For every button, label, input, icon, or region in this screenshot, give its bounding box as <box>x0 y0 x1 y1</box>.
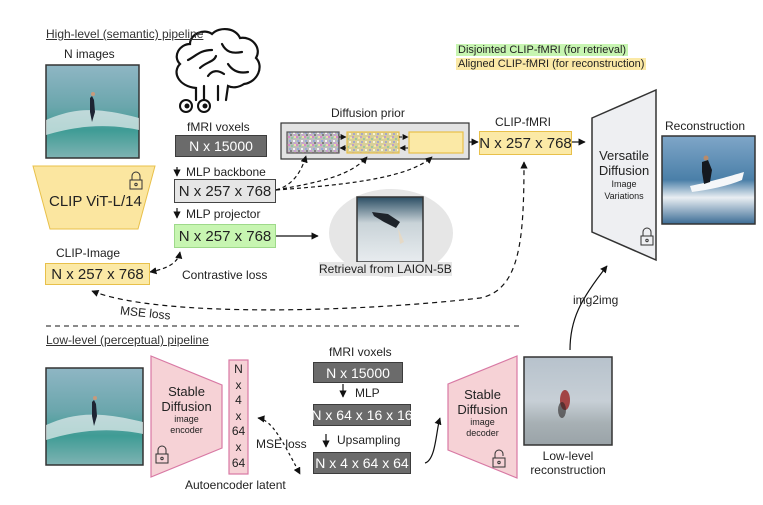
latent-dim-token: N <box>234 362 243 376</box>
versatile-diffusion-shape <box>591 88 657 262</box>
fmri-voxels-label: fMRI voxels <box>187 120 250 134</box>
low-level-recon-label: Low-level reconstruction <box>520 449 616 477</box>
mlp-output-box: N x 64 x 16 x 16 <box>311 404 413 426</box>
low-mse-loss-label: MSE loss <box>256 437 307 451</box>
fmri-voxels-box: N x 15000 <box>175 135 267 157</box>
latent-dim-token: x <box>235 408 242 423</box>
retrieval-label: Retrieval from LAION-5B <box>319 262 452 276</box>
latent-box <box>228 359 249 475</box>
sd-encoder-title-2: Diffusion <box>161 399 212 414</box>
low-level-recon-line-1: Low-level <box>542 449 594 463</box>
versatile-diffusion-title-1: Versatile <box>599 148 649 163</box>
reconstruction-image <box>661 135 756 225</box>
latent-dim-token: x <box>235 439 242 454</box>
sd-encoder-sub-2: encoder <box>170 425 203 435</box>
diffusion-prior-label: Diffusion prior <box>331 106 405 120</box>
mlp-label: MLP <box>355 386 380 400</box>
contrastive-loss-label: Contrastive loss <box>182 268 268 282</box>
prior-denoised-step <box>408 131 464 154</box>
latent-dim-token: x <box>235 377 242 392</box>
sd-decoder-sub-1: image <box>470 417 495 427</box>
unlock-icon <box>492 449 506 468</box>
low-level-recon-line-2: reconstruction <box>530 463 606 477</box>
versatile-diffusion-sub-2: Variations <box>604 191 644 201</box>
brain-icon <box>175 28 261 102</box>
lock-icon <box>640 227 654 246</box>
input-image-high <box>45 64 140 159</box>
img2img-label: img2img <box>573 293 619 307</box>
clip-encoder-label: CLIP ViT-L/14 <box>49 193 142 210</box>
sd-decoder-sub-2: decoder <box>466 428 499 438</box>
reconstruction-label: Reconstruction <box>665 119 746 133</box>
low-fmri-voxels-label: fMRI voxels <box>329 345 392 359</box>
retrieved-image <box>356 196 424 263</box>
mlp-projector-label: MLP projector <box>186 207 261 221</box>
versatile-diffusion-title-2: Diffusion <box>598 163 650 178</box>
prior-noise-step-2 <box>346 131 400 154</box>
sd-decoder-shape <box>447 355 518 479</box>
sd-decoder-title-2: Diffusion <box>457 402 508 417</box>
low-level-reconstruction-image <box>523 356 613 446</box>
sd-decoder-title-1: Stable <box>464 387 501 402</box>
upsampling-label: Upsampling <box>337 433 401 447</box>
clip-image-label: CLIP-Image <box>56 246 121 260</box>
latent-dim-token: 64 <box>231 424 246 439</box>
sd-encoder-sub-1: image <box>174 414 199 424</box>
lock-icon <box>155 445 169 464</box>
high-level-pipeline-title: High-level (semantic) pipeline <box>46 27 204 41</box>
latent-dim-token: 4 <box>235 393 242 408</box>
autoencoder-latent-label: Autoencoder latent <box>185 478 286 492</box>
latent-dims-vertical: N x 4 x 64 x 64 <box>229 362 248 471</box>
sd-encoder-text: Stable Diffusion image encoder <box>151 384 222 436</box>
legend-aligned: Aligned CLIP-fMRI (for reconstruction) <box>456 58 647 70</box>
mlp-backbone-label: MLP backbone <box>186 165 266 179</box>
versatile-diffusion-sub-1: Image <box>611 179 637 189</box>
low-fmri-voxels-box: N x 15000 <box>313 362 403 383</box>
versatile-diffusion-text: Versatile Diffusion Image Variations <box>592 148 656 202</box>
sd-encoder-shape <box>150 355 223 478</box>
clip-fmri-box: N x 257 x 768 <box>479 131 572 155</box>
n-images-label: N images <box>64 47 115 61</box>
clip-image-box: N x 257 x 768 <box>45 263 150 285</box>
legend-disjointed: Disjointed CLIP-fMRI (for retrieval) <box>456 44 629 56</box>
sd-decoder-text: Stable Diffusion image decoder <box>448 387 517 439</box>
mlp-projector-output-box: N x 257 x 768 <box>174 224 276 248</box>
low-level-pipeline-title: Low-level (perceptual) pipeline <box>46 333 209 347</box>
latent-dim-token: 64 <box>231 455 246 470</box>
mlp-backbone-output-box: N x 257 x 768 <box>174 179 276 203</box>
upsampled-box: N x 4 x 64 x 64 <box>313 452 411 474</box>
lock-icon <box>129 171 143 190</box>
input-image-low <box>45 367 144 466</box>
clip-fmri-label: CLIP-fMRI <box>495 115 552 129</box>
sd-encoder-title-1: Stable <box>168 384 205 399</box>
prior-noise-step-1 <box>286 131 340 154</box>
eyes-icon <box>179 99 211 113</box>
